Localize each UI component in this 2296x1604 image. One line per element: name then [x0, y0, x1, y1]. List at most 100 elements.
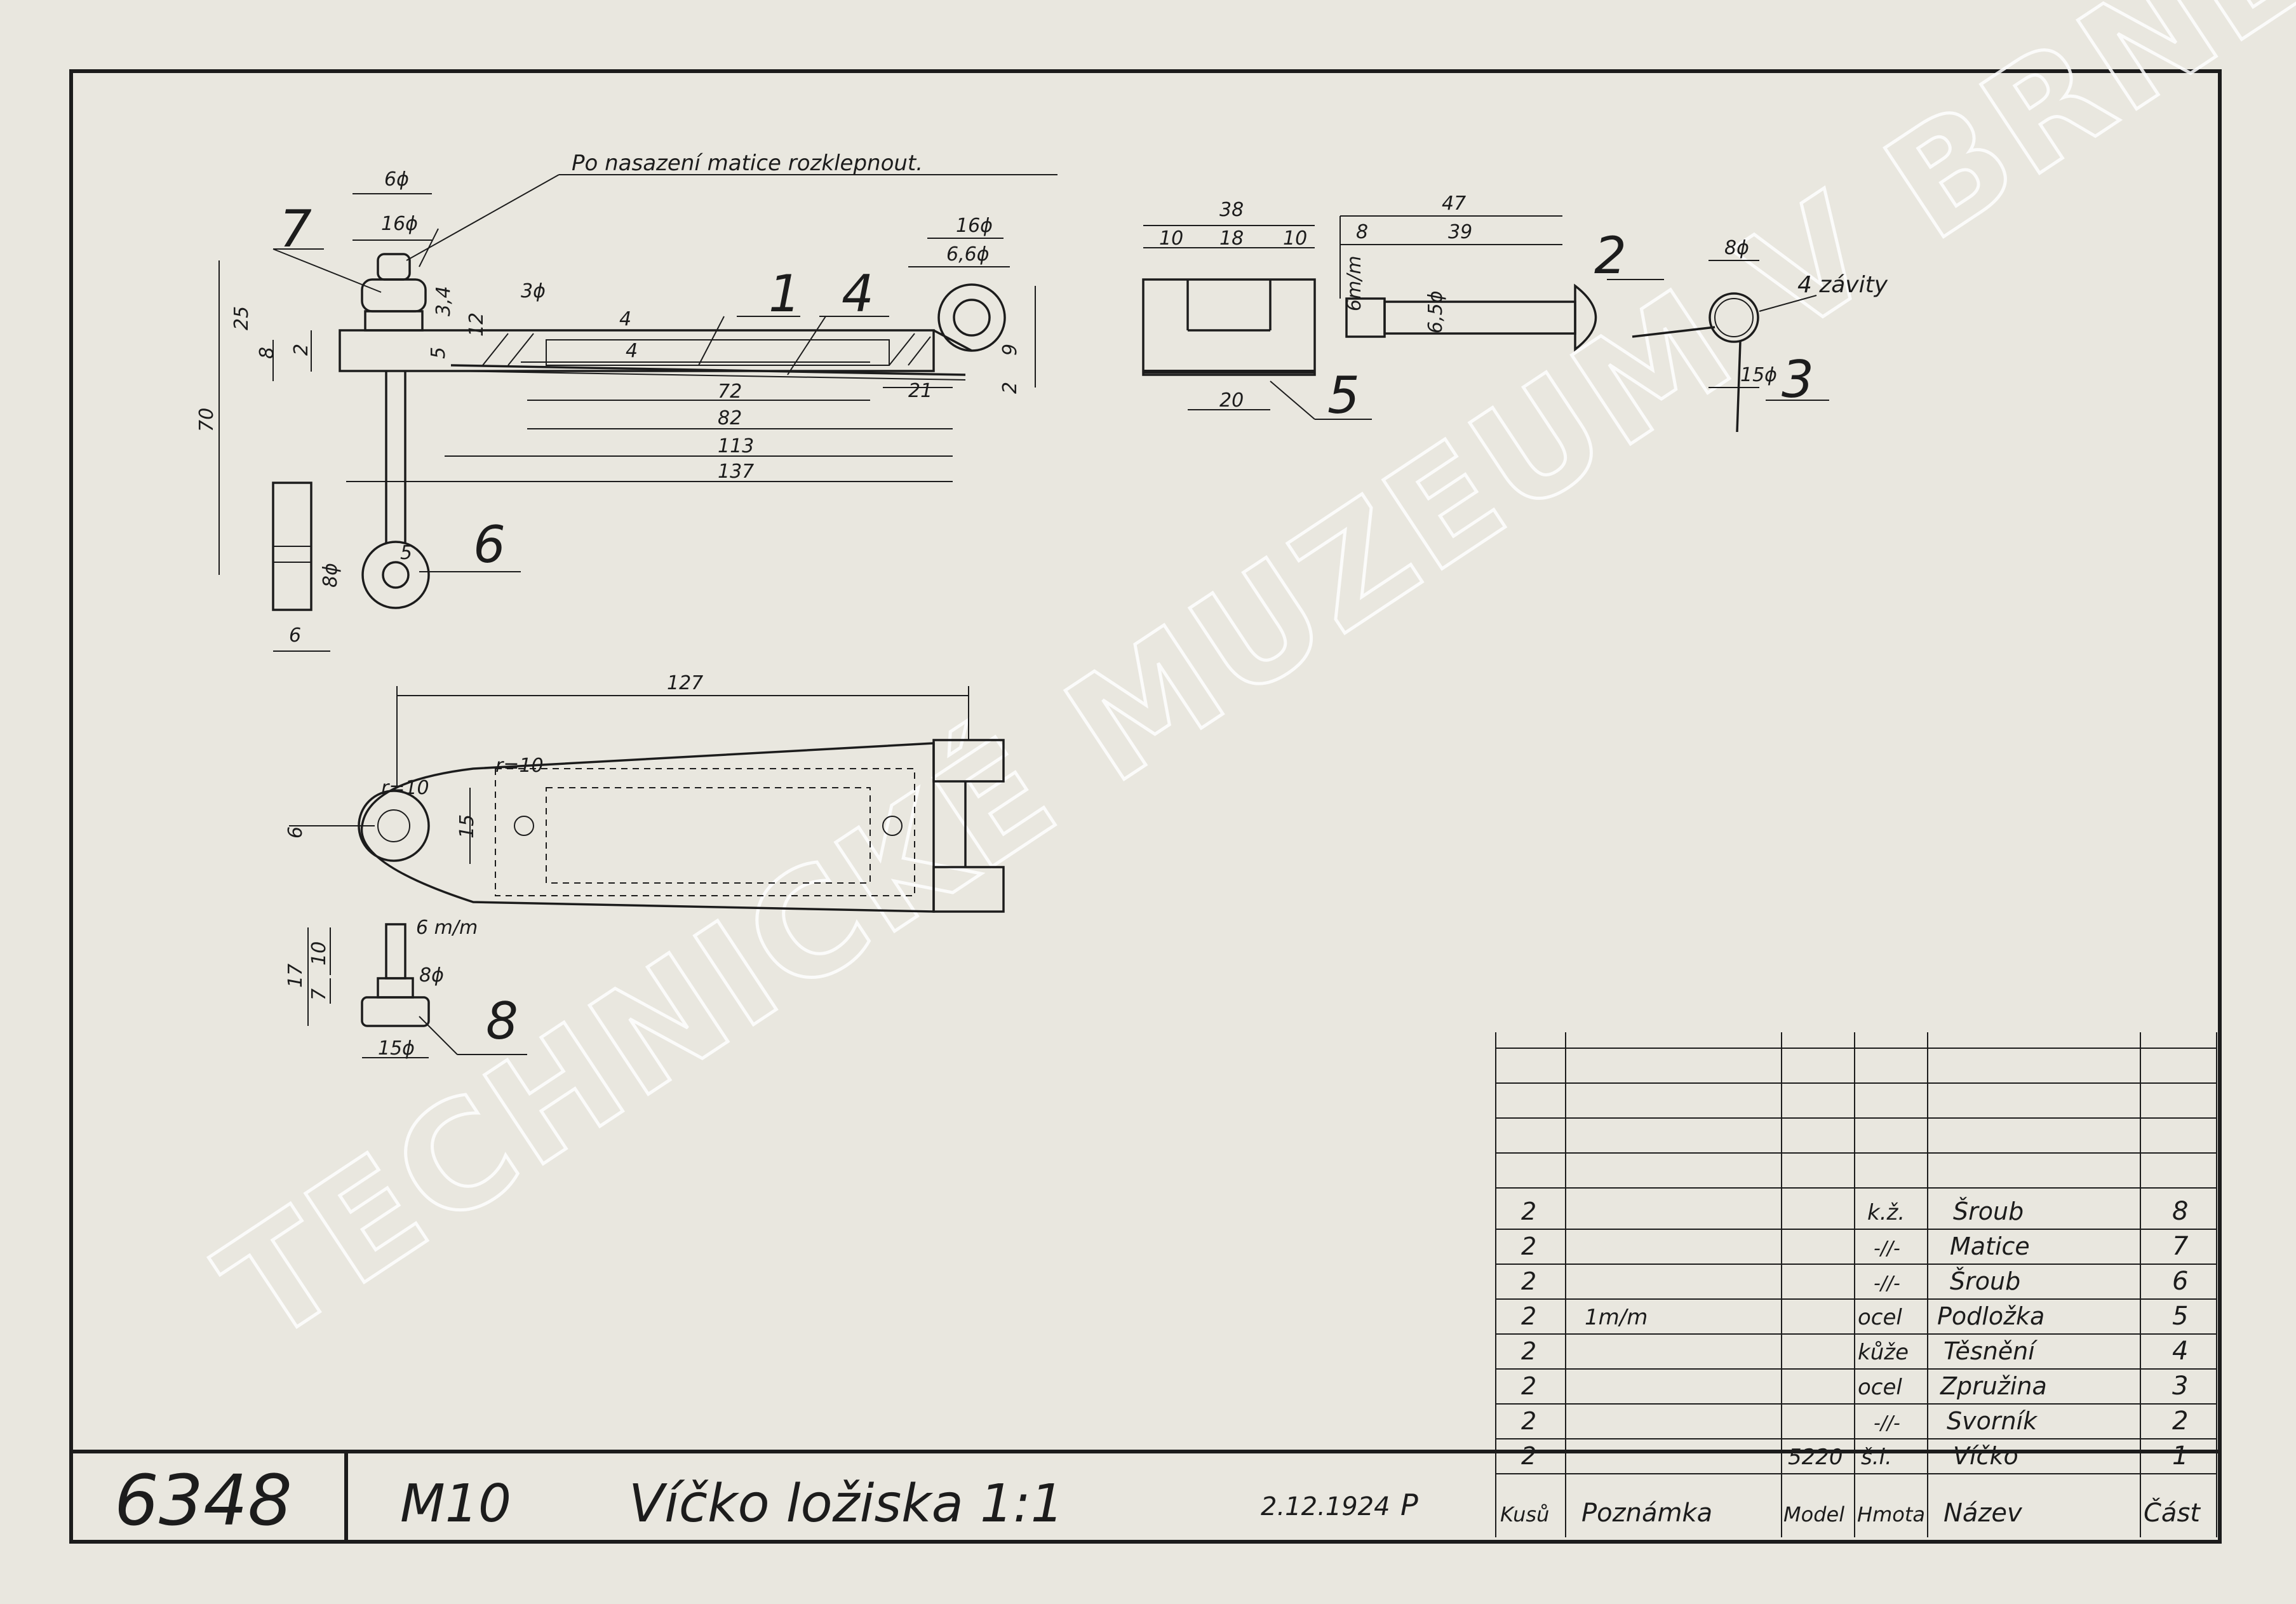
- dim-18: 18: [1219, 227, 1244, 250]
- plan-outline: [360, 742, 935, 913]
- top-note-leader: [406, 174, 560, 261]
- screw-dimension-lines: [307, 927, 527, 1058]
- parts-row-1: 2 5220 š.l. Víčko 1: [1521, 1441, 2188, 1471]
- dim-137: 137: [718, 461, 754, 483]
- row-name: Podložka: [1937, 1302, 2044, 1330]
- row-model: 5220: [1788, 1445, 1843, 1470]
- dim-6-5phi: 6,5ϕ: [1425, 291, 1447, 334]
- row-material: -//-: [1874, 1237, 1900, 1260]
- dim-47: 47: [1442, 192, 1466, 215]
- dim-127: 127: [667, 672, 703, 694]
- row-qty: 2: [1521, 1337, 1536, 1365]
- arm-pocket: [546, 339, 890, 366]
- dim-4a: 4: [619, 308, 631, 330]
- row-part: 1: [2172, 1441, 2188, 1471]
- row-material: -//-: [1874, 1272, 1900, 1295]
- pin-view: 47 8 39 6m/m 6,5ϕ: [1339, 192, 1664, 352]
- dim-16phi-right: 16ϕ: [956, 215, 993, 237]
- spring-coil-outer: [1709, 292, 1759, 343]
- drawing-date: 2.12.1924: [1261, 1492, 1390, 1521]
- header-model: Model: [1783, 1502, 1844, 1526]
- header-material: Hmota: [1857, 1502, 1925, 1526]
- dim-8phi-a: 8ϕ: [319, 563, 342, 588]
- row-qty: 2: [1521, 1302, 1536, 1330]
- title-block: 6348 M10 Víčko ložiska 1:1 2.12.1924 P: [114, 1460, 1418, 1541]
- nut-cap: [377, 253, 411, 281]
- parts-row-6: 2 -//- Šroub 6: [1521, 1267, 2188, 1296]
- drawing-border: [69, 69, 2222, 1544]
- row-part: 8: [2172, 1197, 2188, 1226]
- dim-2a: 2: [290, 344, 312, 356]
- row-material: ocel: [1858, 1375, 1902, 1400]
- row-qty: 2: [1521, 1407, 1536, 1435]
- dim-6mm-b: 6 m/m: [416, 917, 478, 939]
- header-name: Název: [1944, 1499, 2023, 1528]
- row-part: 2: [2172, 1406, 2188, 1436]
- plan-view: 127 r=10 r=10 6 15: [285, 672, 1005, 913]
- row-note: 1m/m: [1585, 1305, 1648, 1330]
- plan-hole-right: [882, 816, 903, 836]
- screw-head: [361, 996, 430, 1027]
- spring-view: 8ϕ 4 závity 15ϕ: [1632, 237, 1888, 433]
- row-part: 4: [2172, 1337, 2188, 1366]
- row-name: Těsnění: [1944, 1337, 2038, 1365]
- dim-4-zavity: 4 závity: [1797, 272, 1888, 298]
- pin-shank: [1383, 300, 1576, 335]
- row-material: kůže: [1858, 1340, 1909, 1365]
- plan-pocket: [546, 787, 871, 884]
- dim-10a: 10: [1159, 227, 1183, 250]
- row-qty: 2: [1521, 1232, 1536, 1260]
- model-code: M10: [400, 1474, 511, 1534]
- dim-8: 8: [256, 347, 278, 359]
- balloon-6: 6: [473, 515, 506, 574]
- dim-15-plan: 15: [456, 814, 478, 839]
- gasket-line: [450, 370, 966, 381]
- dim-70: 70: [196, 408, 218, 432]
- dim-15phi-b: 15ϕ: [378, 1037, 415, 1060]
- balloon-5: 5: [1327, 366, 1360, 425]
- dim-8phi-b: 8ϕ: [419, 964, 444, 987]
- dim-4b: 4: [626, 340, 638, 362]
- dim-10-c: 10: [308, 941, 330, 966]
- drawing-number: 6348: [114, 1460, 292, 1541]
- dim-6-b: 6: [289, 624, 301, 647]
- parts-list-grid: [1495, 1032, 2217, 1537]
- side-elevation-view: 6ϕ 16ϕ 25 8 2 3,4 12 5 3ϕ 4 4 16ϕ 6,6ϕ 9…: [196, 168, 1036, 652]
- parts-list-table: 2 k.ž. Šroub 8 2 -//- Matice 7 2 -//- Šr…: [71, 1032, 2220, 1542]
- row-qty: 2: [1521, 1197, 1536, 1225]
- dim-72: 72: [718, 381, 742, 403]
- dim-17: 17: [285, 964, 307, 988]
- screw-shank: [385, 923, 406, 980]
- balloon-2: 2: [1594, 226, 1627, 285]
- row-material: š.l.: [1861, 1445, 1892, 1470]
- row-name: Svorník: [1947, 1407, 2038, 1435]
- hinge-hole: [953, 299, 991, 337]
- nut-washer: [364, 310, 424, 332]
- plan-hinge-bottom: [932, 866, 1005, 913]
- dim-12: 12: [466, 313, 488, 337]
- dim-15phi-spring: 15ϕ: [1740, 364, 1777, 386]
- dim-38: 38: [1219, 199, 1244, 221]
- row-name: Matice: [1950, 1232, 2030, 1260]
- parts-row-7: 2 -//- Matice 7: [1521, 1232, 2189, 1261]
- dim-5: 5: [427, 347, 450, 359]
- dim-6phi: 6ϕ: [384, 168, 409, 191]
- pin-dimension-lines: [1339, 215, 1664, 299]
- washer-view: 38 10 18 10 20: [1142, 199, 1372, 420]
- parts-row-5: 2 1m/m ocel Podložka 5: [1521, 1302, 2188, 1331]
- bolt-eye-hole: [382, 561, 410, 589]
- row-material: -//-: [1874, 1412, 1900, 1434]
- dim-39: 39: [1448, 221, 1472, 243]
- parts-row-2: 2 -//- Svorník 2: [1521, 1406, 2188, 1436]
- dim-9: 9: [999, 344, 1021, 356]
- balloon-8: 8: [486, 992, 518, 1051]
- dim-10b: 10: [1283, 227, 1307, 250]
- arm-body: [339, 329, 935, 372]
- spring-arm-left: [1632, 326, 1715, 338]
- dim-5-c: 5: [400, 542, 412, 564]
- parts-list-header: Kusů Poznámka Model Hmota Název Část: [1500, 1497, 2201, 1528]
- dim-3phi: 3ϕ: [521, 280, 546, 302]
- dim-2b: 2: [999, 382, 1021, 394]
